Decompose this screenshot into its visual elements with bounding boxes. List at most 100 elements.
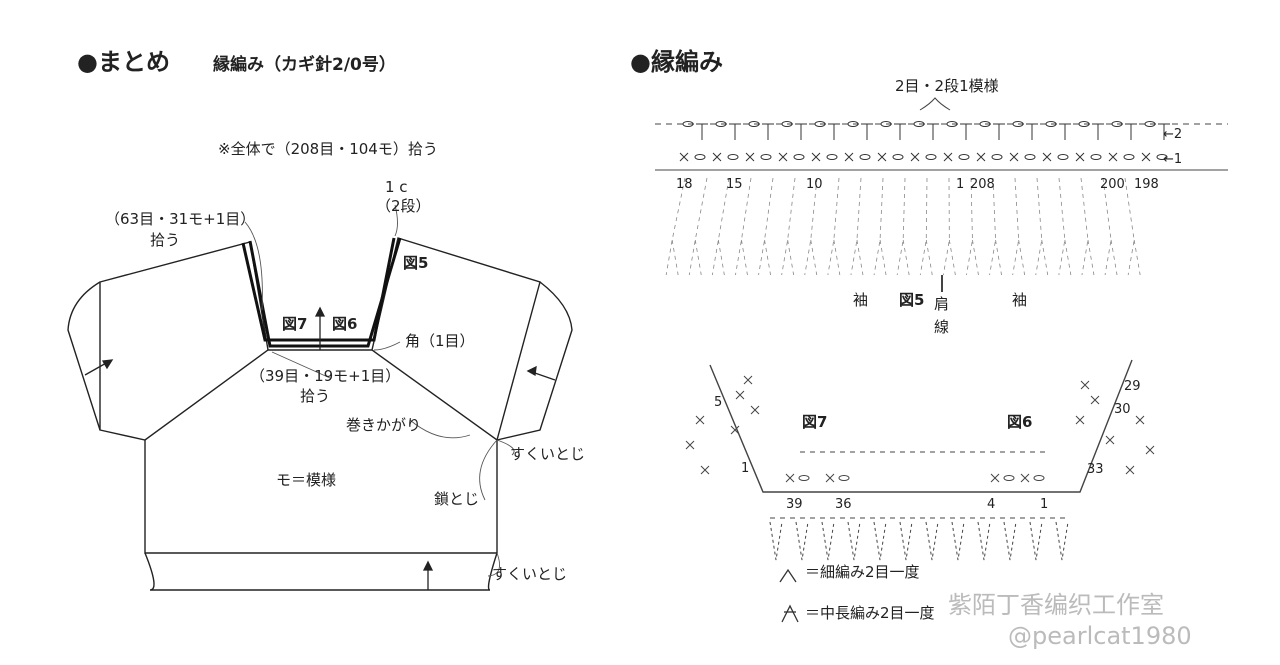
pickup-note: ※全体で（208目・104モ）拾う [218,140,438,158]
chain-symbol [991,154,1003,160]
left-sleeve-outline [99,241,269,441]
sc-symbol [735,390,745,400]
repeat-label: 2目・2段1模様 [895,77,999,95]
summary-heading: ●まとめ [77,48,170,76]
stitch-num: 15 [726,177,743,192]
chain-symbol [682,121,694,127]
neck-num: 33 [1087,462,1104,477]
shoulder-label: 肩 [934,295,950,313]
figure-7-ref: 図7 [282,315,308,333]
sc-symbol [685,440,695,450]
chain-symbol [1024,154,1036,160]
sc-symbol [712,152,722,162]
pickup-line [966,177,979,276]
stitch-num: 1 [956,177,965,192]
whip-stitch-label: 巻きかがり [346,416,422,434]
neck-num: 36 [835,497,852,512]
sc-symbol [1042,152,1052,162]
figure-5-ref: 図5 [403,254,429,272]
chain-symbol [781,121,793,127]
stitch-num: 208 [970,177,995,192]
pickup-line [781,177,796,276]
stitch-num: 200 [1100,177,1125,192]
sc-symbol [778,152,788,162]
chain-symbol [715,121,727,127]
stitch-num: 198 [1134,177,1159,192]
chain-symbol [1090,154,1102,160]
pickup-line [1035,177,1049,276]
sc-symbol [976,152,986,162]
hdc-symbol [894,123,906,140]
hdc-symbol [993,123,1005,140]
chain-symbol [859,154,871,160]
chain-symbol [798,475,810,481]
legend-hdc2tog: ＝中長編み2目一度 [805,604,935,622]
neck-num: 1 [1040,497,1049,512]
sc-symbol [1090,395,1100,405]
chain-symbol [1045,121,1057,127]
figure-7-label: 図7 [802,413,828,431]
pickup-line [925,521,939,561]
pickup-line [951,521,965,561]
chain-symbol [1033,475,1045,481]
front-pickup-count: （39目・19モ+1目） [250,367,401,385]
sc-symbol [1105,435,1115,445]
sc-symbol [825,473,835,483]
chain-symbol [1111,121,1123,127]
chain-symbol [913,121,925,127]
sc-symbol [743,375,753,385]
pickup-line [1029,521,1043,561]
hdc-symbol [1092,123,1104,140]
pickup-line [827,177,841,276]
front-pickup-label: 拾う [300,387,331,405]
pickup-line [899,521,913,561]
pickup-line [804,177,818,276]
chain-symbol [838,475,850,481]
sc-symbol [730,425,740,435]
chain-symbol [1144,121,1156,127]
hdc-symbol [729,123,741,140]
neck-num: 5 [714,395,723,410]
mattress-stitch-label-2: すくいとじ [492,565,568,583]
corner-label: 角（1目） [405,332,475,350]
chain-symbol [925,154,937,160]
pickup-line [850,177,864,276]
sc-symbol [910,152,920,162]
stitch-num: 18 [676,177,693,192]
pickup-line [795,521,809,561]
chain-symbol [847,121,859,127]
chain-symbol [1156,154,1168,160]
pickup-line [1102,177,1118,276]
chain-symbol [979,121,991,127]
neck-num: 39 [786,497,803,512]
pickup-line [942,177,956,276]
pickup-line [1080,177,1095,276]
pickup-line [711,177,730,276]
chain-symbol [1078,121,1090,127]
sc-symbol [844,152,854,162]
sc-symbol [877,152,887,162]
hdc-symbol [927,123,939,140]
chain-symbol [727,154,739,160]
chain-symbol [946,121,958,127]
neck-num: 29 [1124,379,1141,394]
sc-symbol [1009,152,1019,162]
pickup-line [735,177,752,276]
sleeve-label-left: 袖 [853,291,869,309]
sc-symbol [785,473,795,483]
chain-symbol [748,121,760,127]
sc-symbol [695,415,705,425]
sc-symbol [1075,152,1085,162]
sc-symbol [1020,473,1030,483]
chain-join-label: 鎖とじ [434,490,480,508]
hdc-symbol [861,123,873,140]
sweater-assembly-diagram [67,204,573,591]
chain-symbol [1057,154,1069,160]
sc-symbol [1125,465,1135,475]
stitch-rows [679,121,1170,162]
pickup-line [977,521,991,561]
hdc-symbol [1059,123,1071,140]
pickup-line [1124,177,1141,276]
chain-symbol [958,154,970,160]
